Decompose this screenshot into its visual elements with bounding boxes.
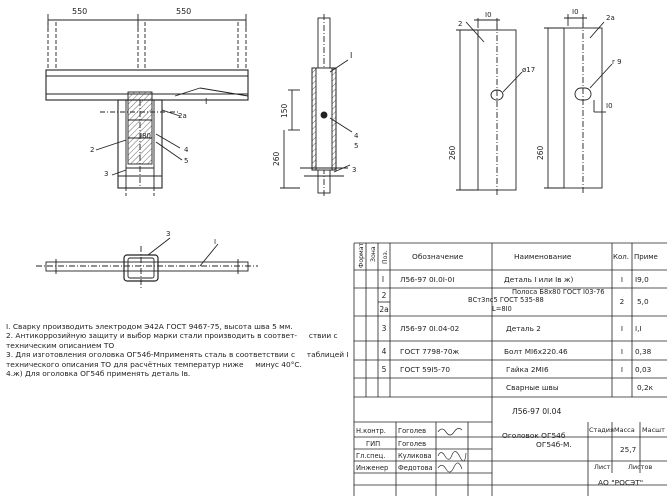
dim-10-c: I0 [606,102,613,110]
dim-10-a: I0 [485,11,492,19]
row3-name: Деталь 2 [506,324,541,333]
row4-pos: 4 [382,347,387,356]
dim-180: I80 [140,132,151,140]
dim-260a: 260 [272,151,281,166]
plan-view [36,237,258,290]
row2-note: 5,0 [637,297,649,306]
row1-name: Деталь I или Iв ж) [504,275,573,284]
dim-10-b: I0 [572,8,579,16]
callout-1: I [205,97,207,106]
row6-note: 0,2к [637,383,654,392]
dim-550-left: 550 [72,7,87,16]
spec-table-grid [353,242,667,496]
row1-note: I9,0 [635,275,649,284]
notes-block: I. Сварку производить электродом Э42А ГО… [6,322,358,378]
dim-550-right: 550 [176,7,191,16]
plate2-callout-2a: 2a [606,14,615,22]
row1-pos: I [382,275,384,284]
callout-2a: 2a [178,112,187,120]
callout-3: 3 [104,170,108,178]
front-view [45,14,249,196]
row2-pos: 2 [382,291,387,300]
row4-note: 0,38 [635,347,652,356]
col-name-header: Наименование [514,252,572,261]
callout-4: 4 [184,146,189,154]
row4-name: Болт МI6х220.46 [504,347,568,356]
stamp-stage: Стадия [589,426,614,434]
stamp-sheets: Листов [628,463,652,471]
stamp-name-4: Федотова [398,464,433,472]
note-4: 4.ж) Для оголовка ОГ54б применять деталь… [6,369,191,379]
dim-260b: 260 [448,145,457,160]
stamp-title-b: ОГ54б-М. [536,440,572,449]
row5-qty: I [621,365,623,374]
signature-2 [437,451,467,462]
plan-callout-3: 3 [166,230,170,238]
stamp-org: АО "РОСЭТ" [598,478,643,487]
col-qty-header: Кол. [613,253,629,261]
plate1-callout-2: 2 [458,20,462,28]
col-note-header: Приме [634,253,658,261]
side-callout-1: I [350,51,352,60]
dim-260c: 260 [536,145,545,160]
row4-qty: I [621,347,623,356]
stamp-role-3: Гл.спец. [356,452,385,460]
stamp-doc-code: Л56-97 0I.04 [512,407,562,416]
side-callout-5: 5 [354,142,358,150]
row2-name-a: Полоса Б8х80 ГОСТ I03-76 [512,288,604,296]
note-1: I. Сварку производить электродом Э42А ГО… [6,322,293,331]
row2-pos2: 2a [379,305,388,314]
row1-qty: I [621,275,623,284]
note-3: 3. Для изготовления оголовка ОГ54б-Мприм… [6,350,349,369]
stamp-sheet: Лист [594,463,611,471]
row1-designation: Л56-97 0I.0I-0I [400,275,454,284]
row2-name-b: ВСт3пс5 ГОСТ 535-88 [468,296,544,304]
note-2: 2. Антикоррозийную защиту и выбор марки … [6,331,338,350]
side-callout-3: 3 [352,166,356,174]
stamp-mass-value: 25,7 [620,445,637,454]
stamp-role-2: ГИП [366,440,380,448]
side-callout-4: 4 [354,132,359,140]
plate-detail-2 [544,14,613,194]
stamp-title-a: Оголовок ОГ54б [502,431,566,440]
dim-hole-17: ø17 [522,66,535,74]
col-designation-header: Обозначение [412,252,464,261]
plan-callout-1: I [214,238,216,246]
row3-qty: I [621,324,623,333]
signature-3 [437,462,463,473]
col-zone-header: Зона [370,246,377,262]
row4-designation: ГОСТ 7798-70ж [400,347,460,356]
stamp-role-4: Инженер [356,464,388,472]
row2-name-c: L=8I0 [492,305,512,313]
col-pos-header: Поз. [382,250,389,264]
stamp-name-1: Гоголев [398,427,426,435]
row5-name: Гайка 2МI6 [506,365,549,374]
row3-pos: 3 [382,324,387,333]
dim-r9: r 9 [612,58,622,66]
side-view [280,14,353,196]
row5-pos: 5 [382,365,387,374]
stamp-scale: Масшт [642,426,665,434]
stamp-role-1: Н.контр. [356,427,386,435]
dim-150: 150 [280,103,289,118]
row2-qty: 2 [620,297,625,306]
callout-5: 5 [184,157,188,165]
signature-1 [437,428,463,436]
callout-2: 2 [90,146,94,154]
row5-designation: ГОСТ 59I5-70 [400,365,450,374]
stamp-name-2: Гоголев [398,440,426,448]
plate-detail-1 [456,18,523,196]
row6-name: Сварные швы [506,383,559,392]
row3-designation: Л56-97 0I.04-02 [400,324,459,333]
row5-note: 0,03 [635,365,652,374]
col-format-header: Формат [358,243,365,268]
row3-note: I,I [635,324,642,333]
stamp-name-3: Куликова [398,452,432,460]
stamp-mass: Масса [614,426,635,434]
